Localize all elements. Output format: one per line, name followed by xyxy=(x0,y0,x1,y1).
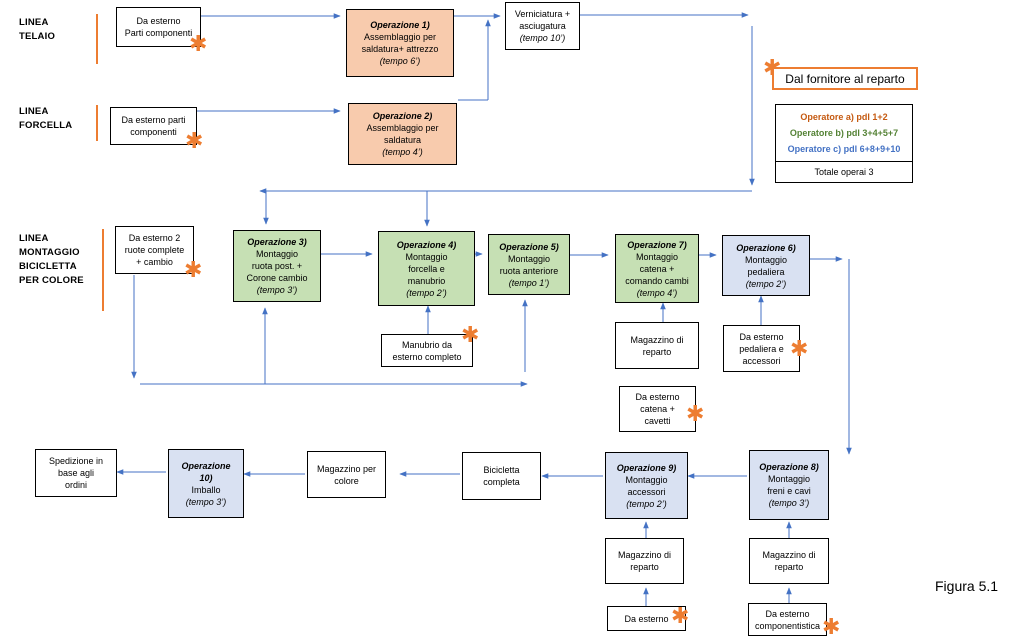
line-bar-telaio xyxy=(96,14,98,64)
figure-caption: Figura 5.1 xyxy=(935,578,999,594)
asterisk-icon: ✱ xyxy=(461,323,480,348)
asterisk-icon: ✱ xyxy=(185,129,204,154)
asterisk-icon: ✱ xyxy=(686,402,705,427)
asterisk-icon: ✱ xyxy=(189,32,208,57)
asterisk-icon: ✱ xyxy=(822,615,841,640)
legend-total: Totale operai 3 xyxy=(776,161,912,182)
operator-legend: Operatore a) pdl 1+2 Operatore b) pdl 3+… xyxy=(775,104,913,183)
legend-operator-c: Operatore c) pdl 6+8+9+10 xyxy=(787,144,901,154)
supplier-note: Dal fornitore al reparto xyxy=(772,67,918,90)
line-bar-forcella xyxy=(96,105,98,141)
asterisk-icon: ✱ xyxy=(790,337,809,362)
line-bar-montaggio xyxy=(102,229,104,311)
legend-operator-a: Operatore a) pdl 1+2 xyxy=(800,112,888,122)
asterisk-icon: ✱ xyxy=(184,258,203,283)
box-op10: Operazione 10) Imballo (tempo 3’) xyxy=(168,449,244,518)
box-ext-op9: Da esterno xyxy=(607,606,686,631)
box-verniciatura: Verniciatura +asciugatura (tempo 10’) xyxy=(505,2,580,50)
legend-operator-b: Operatore b) pdl 3+4+5+7 xyxy=(789,128,899,138)
asterisk-icon: ✱ xyxy=(671,604,690,629)
